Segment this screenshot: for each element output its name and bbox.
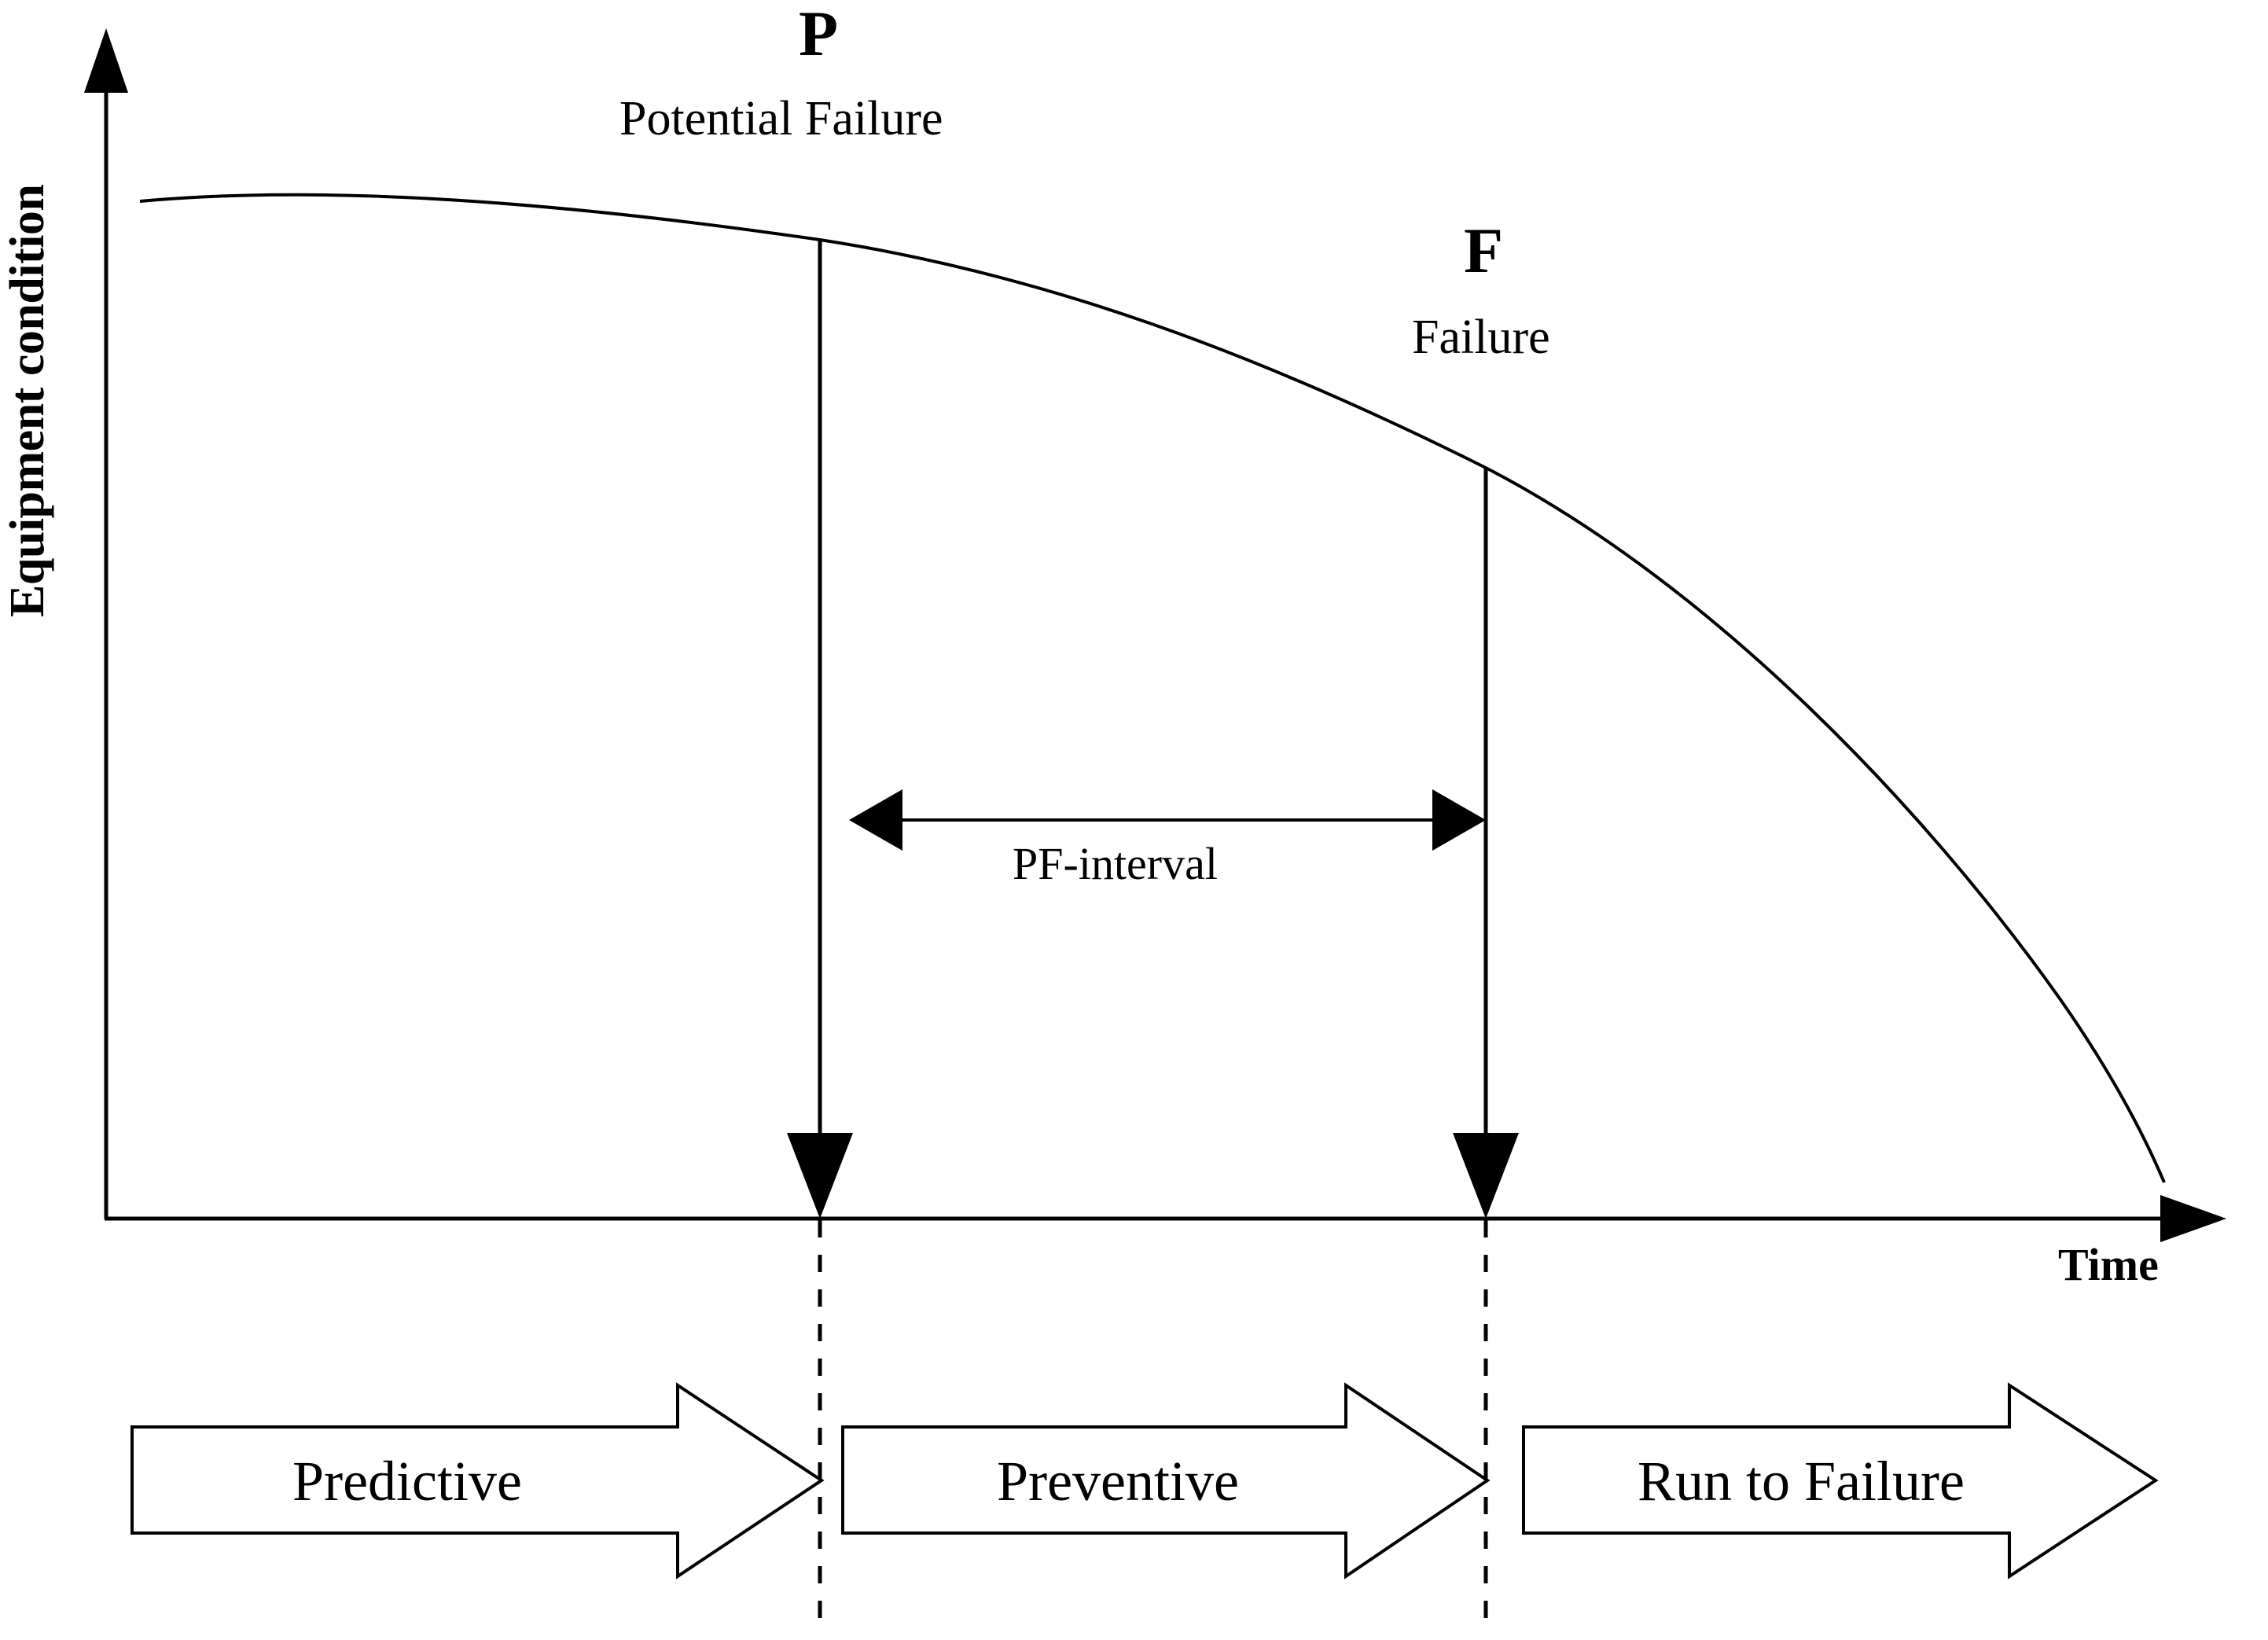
y-axis-title: Equipment condition xyxy=(1,184,54,617)
strategy-arrow-shape-predictive[interactable] xyxy=(130,1382,825,1579)
pf-interval-arrowhead-right-icon xyxy=(1432,789,1486,851)
degradation-curve-group xyxy=(139,193,2166,1183)
axes-group xyxy=(84,28,2226,1242)
pf-interval-arrowhead-left-icon xyxy=(849,789,902,851)
pf-interval-label: PF-interval xyxy=(1013,838,1218,889)
strategy-label-run-to-failure: Run to Failure xyxy=(1638,1449,1965,1513)
potential-failure-caption: Potential Failure xyxy=(619,92,943,145)
f-arrowhead-down-icon xyxy=(1453,1133,1519,1219)
failure-caption: Failure xyxy=(1412,311,1550,364)
strategy-arrow-shape-run-to-failure[interactable] xyxy=(1522,1382,2159,1579)
x-axis-title: Time xyxy=(2058,1239,2159,1290)
failure-letter: F xyxy=(1464,215,1504,286)
y-axis-arrowhead-icon xyxy=(84,28,128,93)
potential-failure-letter: P xyxy=(799,0,839,69)
pf-interval-arrow-group xyxy=(849,789,1486,851)
strategy-label-predictive: Predictive xyxy=(292,1449,522,1513)
p-arrowhead-down-icon xyxy=(787,1133,853,1219)
equipment-condition-curve xyxy=(139,193,2166,1183)
potential-failure-marker-line-group xyxy=(787,240,853,1632)
failure-marker-line-group xyxy=(1453,468,1519,1632)
strategy-arrow-shape-preventive[interactable] xyxy=(841,1382,1491,1579)
strategy-arrows-group xyxy=(130,1382,2159,1579)
x-axis-arrowhead-icon xyxy=(2160,1195,2226,1242)
strategy-label-preventive: Preventive xyxy=(997,1449,1239,1513)
